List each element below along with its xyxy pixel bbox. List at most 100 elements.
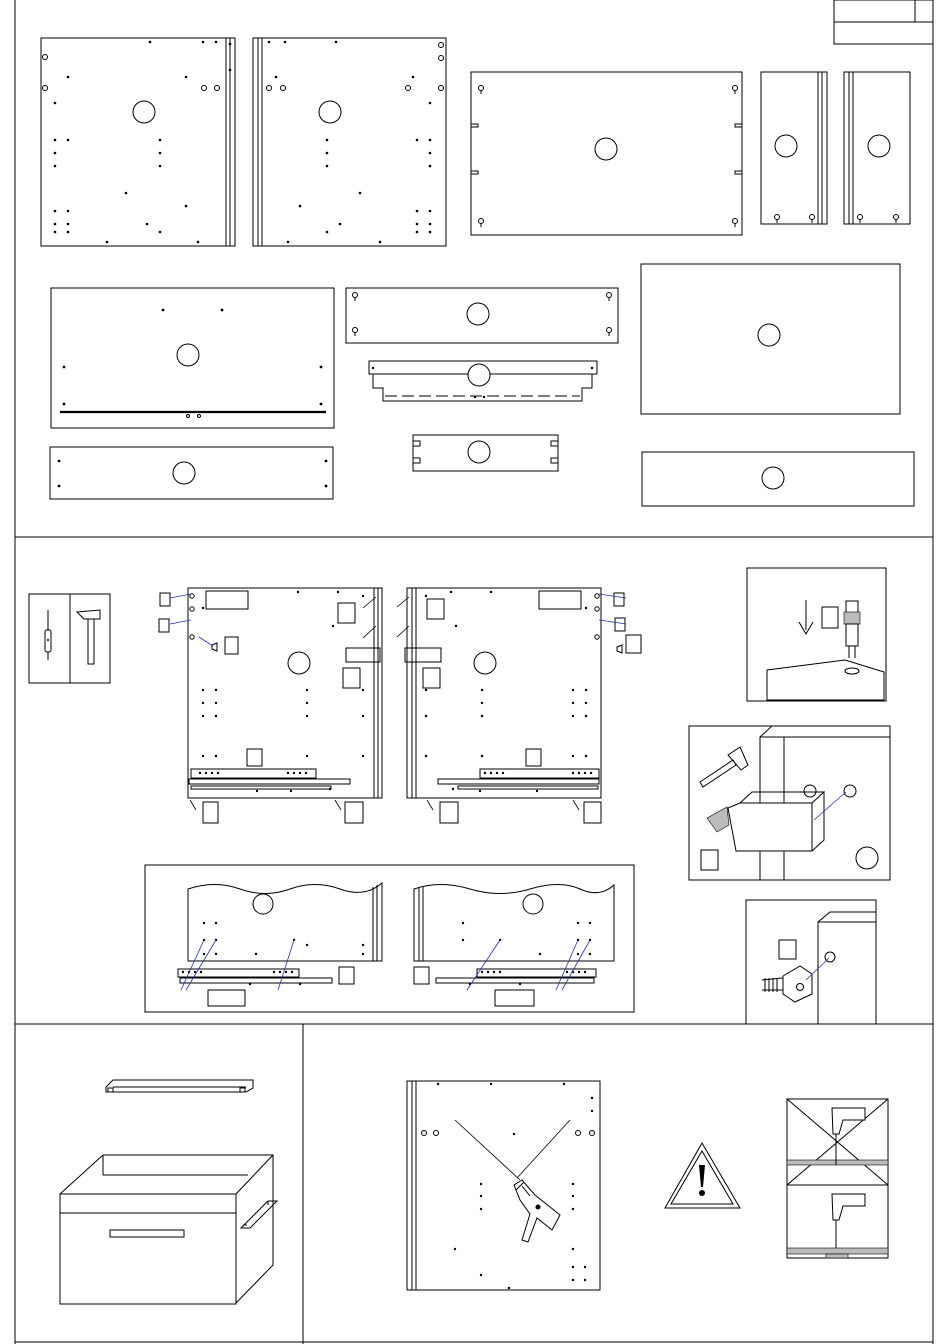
detail-drawer-runner bbox=[145, 865, 634, 1012]
drill-hole bbox=[425, 715, 427, 717]
drill-hole bbox=[275, 76, 278, 79]
drill-hole bbox=[185, 76, 188, 79]
drill-hole bbox=[215, 755, 217, 757]
drill-hole bbox=[202, 86, 207, 91]
drill-hole bbox=[229, 43, 232, 46]
drill-hole bbox=[326, 165, 329, 168]
drill-hole bbox=[454, 1248, 456, 1250]
drill-hole bbox=[539, 953, 541, 955]
drawer-side bbox=[413, 435, 558, 471]
drill-hole bbox=[481, 689, 483, 691]
drawer-back bbox=[369, 361, 597, 401]
drill-hole bbox=[362, 595, 364, 597]
drill-hole bbox=[159, 152, 162, 155]
drill-hole bbox=[202, 41, 205, 44]
drill-hole bbox=[106, 241, 109, 244]
drill-hole bbox=[202, 607, 204, 609]
drill-hole bbox=[202, 702, 204, 704]
drill-hole bbox=[566, 971, 568, 973]
hammer-icon bbox=[700, 747, 748, 787]
drawer-section bbox=[60, 1080, 888, 1304]
detail-hammer-hinge bbox=[689, 726, 890, 880]
drill-hole bbox=[412, 76, 415, 79]
drill-hole bbox=[332, 625, 334, 627]
drill-hole bbox=[54, 102, 57, 105]
drill-hole bbox=[479, 790, 481, 792]
drill-hole bbox=[585, 702, 587, 704]
drill-hole bbox=[54, 165, 57, 168]
title-box bbox=[834, 0, 933, 44]
power-drill-icon bbox=[832, 1108, 865, 1248]
drill-hole bbox=[584, 971, 586, 973]
drill-hole bbox=[199, 772, 201, 774]
small-panel-b bbox=[844, 72, 910, 224]
part-number-circle bbox=[868, 135, 890, 157]
drill-hole bbox=[326, 231, 329, 234]
drill-hole bbox=[595, 635, 599, 639]
drill-hole bbox=[281, 86, 286, 91]
drill-hole bbox=[362, 953, 364, 955]
drill-hole bbox=[462, 922, 464, 924]
drill-hole bbox=[452, 788, 454, 790]
drill-hole bbox=[306, 755, 308, 757]
drill-hole bbox=[572, 1195, 574, 1197]
drill-hole bbox=[293, 772, 295, 774]
drill-hole bbox=[422, 1131, 427, 1136]
drill-hole bbox=[563, 1083, 565, 1085]
drill-hole bbox=[285, 971, 287, 973]
parts-section bbox=[41, 38, 914, 506]
drill-hole bbox=[306, 715, 308, 717]
drill-hole bbox=[572, 1266, 574, 1268]
drill-hole bbox=[455, 625, 457, 627]
drill-hole bbox=[185, 205, 188, 208]
drill-hole bbox=[329, 788, 331, 790]
part-number-circle bbox=[467, 303, 489, 325]
drill-hole bbox=[339, 223, 342, 226]
drill-hole bbox=[589, 922, 591, 924]
drill-hole bbox=[299, 983, 301, 985]
drill-panel bbox=[407, 1081, 600, 1290]
drill-hole bbox=[481, 715, 483, 717]
part-number-circle bbox=[288, 652, 310, 674]
drill-hole bbox=[481, 971, 483, 973]
drill-hole bbox=[589, 953, 591, 955]
drill-hole bbox=[584, 1279, 586, 1281]
drill-hole bbox=[217, 772, 219, 774]
drill-hole bbox=[584, 1266, 586, 1268]
drill-hole bbox=[584, 772, 586, 774]
part-number-circle bbox=[177, 344, 199, 366]
drill-hole bbox=[305, 772, 307, 774]
drill-hole bbox=[203, 953, 205, 955]
drill-hole bbox=[480, 1274, 482, 1276]
drill-hole bbox=[284, 41, 287, 44]
drill-hole bbox=[203, 922, 205, 924]
drill-hole bbox=[484, 772, 486, 774]
assembly-panel-right bbox=[397, 588, 641, 823]
drill-hole bbox=[437, 1083, 439, 1085]
drill-hole bbox=[249, 983, 251, 985]
drill-hole bbox=[480, 1208, 482, 1210]
drill-hole bbox=[429, 152, 432, 155]
back-panel bbox=[641, 264, 900, 414]
drill-depth-guide bbox=[787, 1099, 888, 1258]
drill-hole bbox=[429, 231, 432, 234]
drill-hole bbox=[215, 922, 217, 924]
drill-hole bbox=[490, 772, 492, 774]
drill-hole bbox=[362, 755, 364, 757]
drill-hole bbox=[362, 944, 364, 946]
drill-hole bbox=[54, 139, 57, 142]
plinth-board bbox=[50, 447, 333, 499]
hammer-icon bbox=[77, 610, 100, 664]
drill-hole bbox=[462, 939, 464, 941]
drill-hole bbox=[480, 1195, 482, 1197]
side-panel-right bbox=[253, 38, 446, 246]
drill-hole bbox=[595, 594, 599, 598]
warning-triangle-icon bbox=[665, 1143, 740, 1208]
drill-hole bbox=[202, 715, 204, 717]
drill-hole bbox=[481, 702, 483, 704]
drill-hole bbox=[572, 772, 574, 774]
screwdriver-icon bbox=[45, 610, 51, 660]
drill-hole bbox=[487, 971, 489, 973]
drill-hole bbox=[306, 944, 308, 946]
